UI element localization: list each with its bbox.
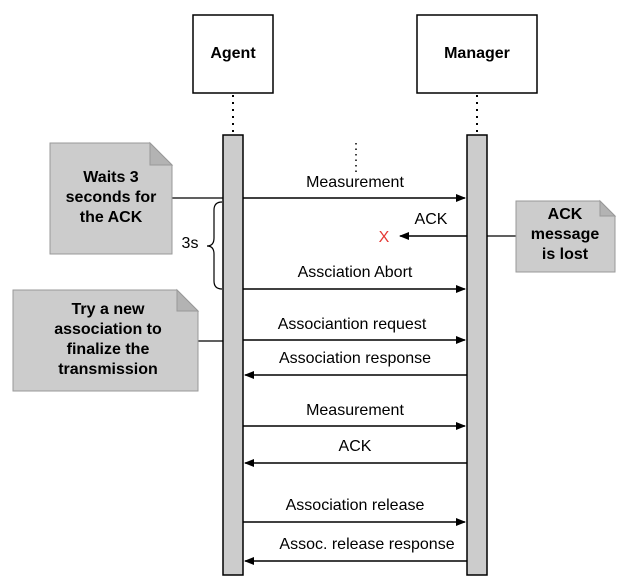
- note-line: transmission: [58, 361, 158, 378]
- note-shape: [515, 200, 616, 273]
- message-label: Assciation Abort: [298, 264, 413, 281]
- message-label: ACK: [415, 211, 448, 228]
- note-line: is lost: [542, 246, 589, 263]
- note-line: the ACK: [80, 209, 143, 226]
- message-assoc-release-response: Assoc. release response: [244, 536, 467, 565]
- note-fold: [176, 288, 200, 312]
- message-association-abort: Assciation Abort: [243, 264, 466, 293]
- message-label: Associantion request: [278, 316, 427, 333]
- note-wait: Waits 3 seconds for the ACK: [49, 141, 223, 255]
- agent-box: [192, 14, 274, 94]
- note-line: message: [531, 226, 600, 243]
- note-line: Try a new: [72, 301, 145, 318]
- message-label: Assoc. release response: [279, 536, 454, 553]
- message-label: Measurement: [306, 402, 404, 419]
- timeout-label: 3s: [182, 235, 199, 252]
- message-label: ACK: [339, 438, 372, 455]
- note-fold: [599, 199, 617, 217]
- message-measurement-2: Measurement: [243, 402, 466, 430]
- note-lost: ACK message is lost: [487, 199, 617, 273]
- message-association-response: Association response: [244, 350, 467, 379]
- note-line: finalize the: [67, 341, 150, 358]
- note-fold: [149, 141, 174, 166]
- timeout-brace: [206, 201, 223, 290]
- message-measurement-1: Measurement: [243, 174, 466, 202]
- note-line: Waits 3: [83, 169, 139, 186]
- manager-box: [416, 14, 538, 94]
- note-line: ACK: [548, 206, 583, 223]
- manager-label: Manager: [444, 45, 510, 62]
- message-label: Association response: [279, 350, 431, 367]
- message-ack-lost: ACK X: [379, 211, 467, 246]
- note-shape: [12, 289, 199, 392]
- message-association-request: Associantion request: [243, 316, 466, 344]
- note-line: association to: [54, 321, 162, 338]
- agent-activation: [222, 134, 244, 576]
- message-ack: ACK: [244, 438, 467, 467]
- note-retry: Try a new association to finalize the tr…: [12, 288, 223, 392]
- message-association-release: Association release: [243, 497, 466, 526]
- message-label: Association release: [286, 497, 425, 514]
- message-label: Measurement: [306, 174, 404, 191]
- note-line: seconds for: [66, 189, 157, 206]
- note-shape: [49, 142, 173, 255]
- lost-marker-icon: X: [379, 229, 390, 246]
- manager-activation: [466, 134, 488, 576]
- agent-label: Agent: [210, 45, 256, 62]
